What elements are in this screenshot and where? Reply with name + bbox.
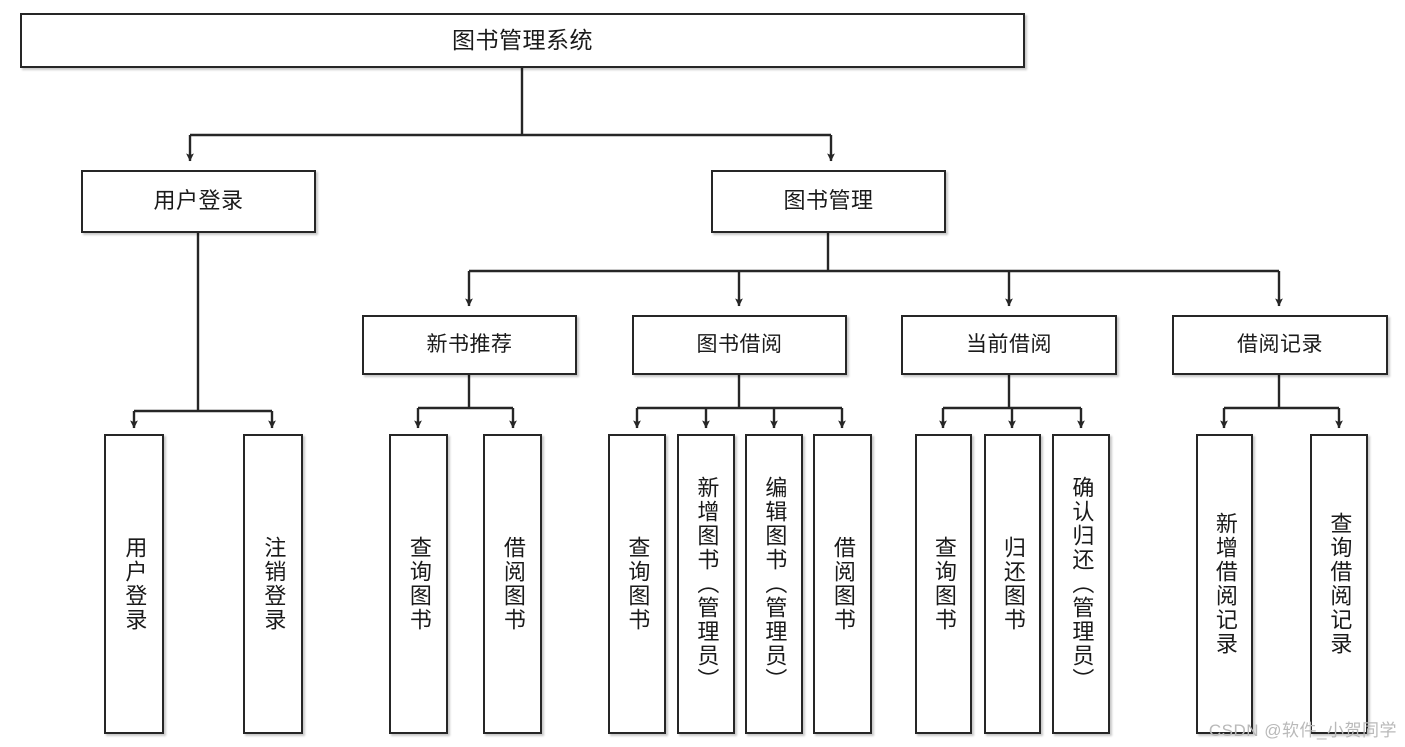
node-leaf-user-login-label: 用户登录 xyxy=(122,536,148,632)
node-root-label: 图书管理系统 xyxy=(452,26,593,53)
node-leaf-query-book-2[interactable]: 查询图书 xyxy=(608,434,666,734)
node-leaf-query-book-2-label: 查询图书 xyxy=(625,536,651,632)
node-borrow-record-label: 借阅记录 xyxy=(1237,333,1323,357)
node-leaf-logout[interactable]: 注销登录 xyxy=(243,434,303,734)
node-leaf-borrow-book-2-label: 借阅图书 xyxy=(830,536,856,632)
node-new-book-recommend-label: 新书推荐 xyxy=(426,333,513,357)
node-leaf-query-book-3-label: 查询图书 xyxy=(931,536,957,632)
node-leaf-add-record[interactable]: 新增借阅记录 xyxy=(1196,434,1253,734)
node-book-manage[interactable]: 图书管理 xyxy=(711,170,946,233)
node-book-manage-label: 图书管理 xyxy=(783,188,874,214)
node-leaf-query-book-1[interactable]: 查询图书 xyxy=(389,434,448,734)
node-root[interactable]: 图书管理系统 xyxy=(20,13,1025,68)
node-leaf-query-record[interactable]: 查询借阅记录 xyxy=(1310,434,1368,734)
node-leaf-edit-book[interactable]: 编辑图书（管理员） xyxy=(745,434,803,734)
node-user-login-label: 用户登录 xyxy=(153,188,244,214)
node-book-borrow[interactable]: 图书借阅 xyxy=(632,315,847,375)
node-current-borrow[interactable]: 当前借阅 xyxy=(901,315,1117,375)
node-leaf-return-book-label: 归还图书 xyxy=(1000,536,1026,632)
node-leaf-user-login[interactable]: 用户登录 xyxy=(104,434,164,734)
node-leaf-query-book-3[interactable]: 查询图书 xyxy=(915,434,972,734)
node-leaf-borrow-book-1-label: 借阅图书 xyxy=(500,536,526,632)
node-leaf-borrow-book-2[interactable]: 借阅图书 xyxy=(813,434,872,734)
node-current-borrow-label: 当前借阅 xyxy=(966,333,1052,357)
node-leaf-query-record-label: 查询借阅记录 xyxy=(1327,512,1353,656)
node-leaf-confirm-return[interactable]: 确认归还（管理员） xyxy=(1052,434,1110,734)
node-leaf-borrow-book-1[interactable]: 借阅图书 xyxy=(483,434,542,734)
csdn-watermark: CSDN @软件_小贺同学 xyxy=(1208,721,1397,740)
node-leaf-query-book-1-label: 查询图书 xyxy=(406,536,432,632)
node-leaf-edit-book-label: 编辑图书（管理员） xyxy=(762,476,788,692)
node-leaf-add-book-label: 新增图书（管理员） xyxy=(694,476,720,692)
node-leaf-add-record-label: 新增借阅记录 xyxy=(1212,512,1238,656)
node-book-borrow-label: 图书借阅 xyxy=(696,333,783,357)
node-leaf-confirm-return-label: 确认归还（管理员） xyxy=(1069,476,1095,692)
node-borrow-record[interactable]: 借阅记录 xyxy=(1172,315,1388,375)
node-user-login[interactable]: 用户登录 xyxy=(81,170,316,233)
node-leaf-logout-label: 注销登录 xyxy=(261,536,287,632)
node-leaf-add-book[interactable]: 新增图书（管理员） xyxy=(677,434,735,734)
node-new-book-recommend[interactable]: 新书推荐 xyxy=(362,315,577,375)
node-leaf-return-book[interactable]: 归还图书 xyxy=(984,434,1041,734)
